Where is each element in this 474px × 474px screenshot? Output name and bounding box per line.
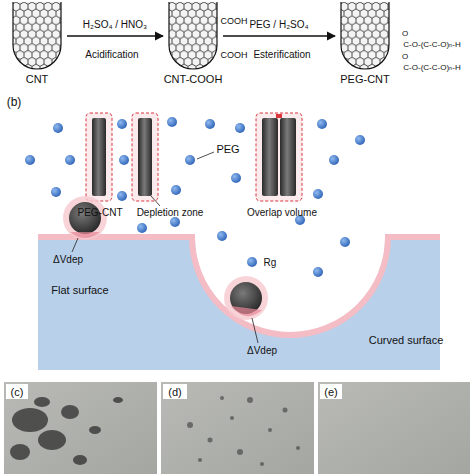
peg-coils-lower bbox=[137, 215, 350, 277]
nanotube-shape bbox=[168, 2, 218, 70]
reaction-arrow bbox=[67, 35, 163, 36]
figure-label: ΔVdep bbox=[53, 254, 83, 265]
nanotube-node: PEG-CNT bbox=[340, 2, 390, 70]
figure-label: Depletion zone bbox=[137, 207, 204, 218]
figure-label: O bbox=[402, 53, 408, 62]
tube-label: PEG-CNT bbox=[340, 73, 390, 85]
figure-label: (d) bbox=[168, 386, 181, 398]
figure-label: C-O-(C-C-O)ₙ-H bbox=[403, 41, 460, 50]
nanotube-node: CNT-COOH bbox=[168, 2, 218, 70]
figure-label: Acidification bbox=[85, 49, 138, 60]
figure-label: (c) bbox=[11, 386, 24, 398]
nanotube-node: CNT bbox=[12, 2, 62, 70]
peg-coils bbox=[25, 117, 365, 201]
figure-label: Flat surface bbox=[51, 284, 108, 296]
reaction-arrow bbox=[223, 35, 335, 36]
tube-label: CNT-COOH bbox=[164, 73, 223, 85]
micrographs bbox=[4, 382, 470, 474]
reagent-label: H₂SO₄ / HNO₃ bbox=[83, 19, 147, 30]
figure-label: (e) bbox=[324, 386, 337, 398]
figure-label: Curved surface bbox=[369, 334, 444, 346]
figure-label: ΔVdep bbox=[247, 345, 277, 356]
figure-label: Rg bbox=[264, 257, 277, 268]
nanotube-shape bbox=[340, 2, 390, 70]
figure-label: O bbox=[402, 30, 408, 39]
figure-label: COOH bbox=[221, 17, 248, 27]
reagent-label: PEG / H₂SO₄ bbox=[249, 19, 308, 30]
figure-label: Esterification bbox=[253, 49, 310, 60]
tube-label: CNT bbox=[26, 73, 49, 85]
nanotube-shape bbox=[12, 2, 62, 70]
depletion-rods bbox=[86, 113, 302, 206]
figure-label: (b) bbox=[7, 96, 22, 109]
figure-label: COOH bbox=[221, 51, 248, 61]
figure-label: C-O-(C-C-O)ₙ-H bbox=[403, 64, 460, 73]
figure-label: PEG bbox=[216, 143, 239, 155]
figure-label: Overlap volume bbox=[247, 207, 317, 218]
figure-label: PEG-CNT bbox=[78, 207, 123, 218]
